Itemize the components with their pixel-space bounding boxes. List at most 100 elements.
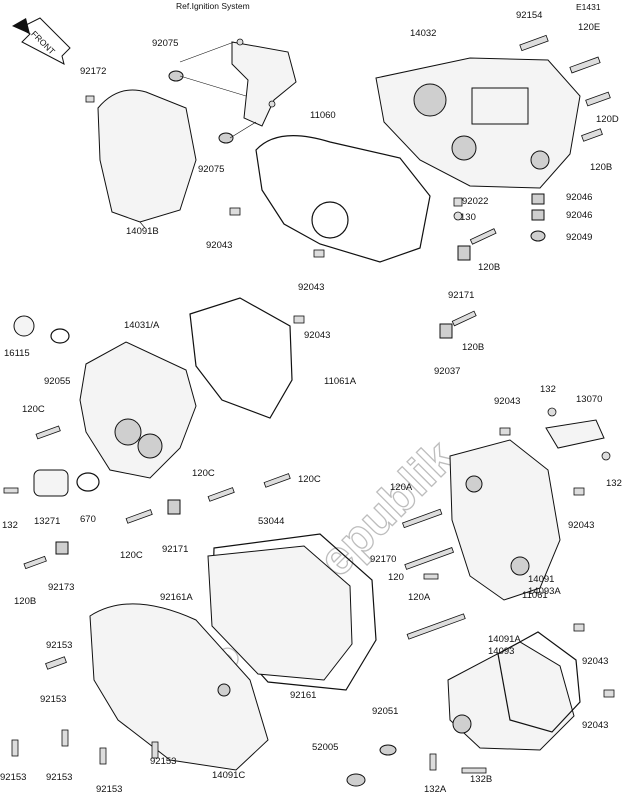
callout-label-25: 11061A [324, 376, 357, 387]
callout-label-6: 14032 [410, 28, 436, 39]
callout-label-52: 14091A [488, 634, 521, 645]
plug-92172 [85, 95, 95, 103]
clamp-92022 [453, 197, 463, 207]
dowel-92043-e [573, 487, 585, 496]
dowel-92043-f [573, 623, 585, 632]
gasket-11060 [255, 135, 431, 263]
callout-label-9: 120D [596, 114, 619, 125]
bolt-120b-top [581, 128, 603, 142]
callout-label-51: 11061 [522, 590, 548, 601]
bolt-130 [453, 211, 463, 221]
bolt-132-left [3, 487, 19, 494]
callout-label-4: 92043 [206, 240, 232, 251]
part-14091b [97, 89, 197, 229]
callout-label-46: 120A [408, 592, 431, 603]
callout-label-40: 120A [390, 482, 413, 493]
callout-label-43: 92161A [160, 592, 193, 603]
clamp-92173 [55, 541, 69, 555]
clamp-92171-top [457, 245, 471, 261]
bolt-92153-a [45, 656, 67, 670]
callout-label-64: 132A [424, 784, 447, 795]
callout-label-14: 92046 [566, 210, 592, 221]
callout-label-57: 92043 [582, 720, 608, 731]
bolt-120c-d [125, 509, 153, 524]
callout-label-55: 92051 [372, 706, 398, 717]
plate-13271 [33, 469, 69, 497]
cover-92161 [207, 545, 353, 681]
part-14091c-outer-cover [89, 603, 269, 771]
callout-label-33: 92171 [162, 544, 188, 555]
callout-label-61: 92153 [150, 756, 176, 767]
callout-label-41: 92043 [568, 520, 594, 531]
callout-label-45: 120 [388, 572, 404, 583]
callout-label-54: 92043 [582, 656, 608, 667]
oring-670 [76, 472, 100, 492]
dowel-92043-d [499, 427, 511, 436]
callout-label-36: 92043 [494, 396, 520, 407]
callout-label-35: 92173 [48, 582, 74, 593]
callout-label-39: 132 [606, 478, 622, 489]
bolt-120b-mid [451, 310, 477, 327]
callout-label-20: 92037 [434, 366, 460, 377]
callout-label-34: 120B [14, 596, 36, 607]
bolt-132-b [601, 451, 611, 461]
callout-label-31: 670 [80, 514, 96, 525]
rod-92170 [404, 547, 455, 570]
bolt-120-right [423, 573, 439, 580]
collar-92046-a [531, 193, 545, 205]
callout-label-30: 13271 [34, 516, 60, 527]
part-14091a-cover [447, 641, 575, 751]
callout-label-58: 92153 [0, 772, 26, 783]
callout-label-3: 14091B [126, 226, 159, 237]
bolt-120c-b [207, 487, 235, 502]
callout-label-1: 92075 [152, 38, 178, 49]
callout-label-59: 92153 [46, 772, 72, 783]
bolt-92153-c [61, 729, 69, 747]
callout-label-37: 132 [540, 384, 556, 395]
callout-label-17: 92171 [448, 290, 474, 301]
callout-label-50: 92161 [290, 690, 316, 701]
callout-label-0: 92172 [80, 66, 106, 77]
bolt-92153-b [11, 739, 19, 757]
dowel-92043-c [293, 315, 305, 324]
bolt-132a [429, 753, 437, 771]
callout-label-16: 120B [478, 262, 500, 273]
seal-52005 [346, 773, 366, 787]
callout-label-13: 92046 [566, 192, 592, 203]
collar-92046-b [531, 209, 545, 221]
callout-label-8: 120E [578, 22, 600, 33]
ignition-bracket [231, 38, 297, 127]
washer-92075-mid [218, 132, 234, 144]
gasket-11061a [189, 297, 293, 419]
dowel-92043-a [229, 207, 241, 216]
gasket-11061 [497, 631, 581, 733]
bolt-120a-a [402, 508, 443, 529]
callout-label-27: 120C [192, 468, 215, 479]
callout-label-38: 13070 [576, 394, 602, 405]
part-14091-bracket [449, 439, 561, 601]
callout-label-26: 120C [22, 404, 45, 415]
part-14031a-cover [79, 341, 197, 479]
ring-92049 [530, 230, 546, 242]
callout-label-22: 92055 [44, 376, 70, 387]
callout-label-62: 92153 [46, 640, 72, 651]
part-14032-case [375, 57, 581, 189]
cap-16115 [13, 315, 35, 337]
callout-label-23: 14031/A [124, 320, 160, 331]
callout-label-47: 14091 [528, 574, 554, 585]
dowel-92043-g [603, 689, 615, 698]
bolt-132b [461, 767, 487, 774]
callout-label-2: 92075 [198, 164, 224, 175]
callout-label-10: 120B [590, 162, 612, 173]
ref-label: Ref.Ignition System [176, 1, 250, 11]
callout-label-24: 92043 [304, 330, 330, 341]
callout-label-21: 16115 [4, 348, 30, 359]
callout-label-18: 92043 [298, 282, 324, 293]
callout-label-19: 120B [462, 342, 484, 353]
callout-label-48: 14093A [528, 586, 561, 597]
bolt-132-a [547, 407, 557, 417]
clamp-92171-left [167, 499, 181, 515]
callout-label-56: 52005 [312, 742, 338, 753]
callout-label-42: 53044 [258, 516, 284, 527]
